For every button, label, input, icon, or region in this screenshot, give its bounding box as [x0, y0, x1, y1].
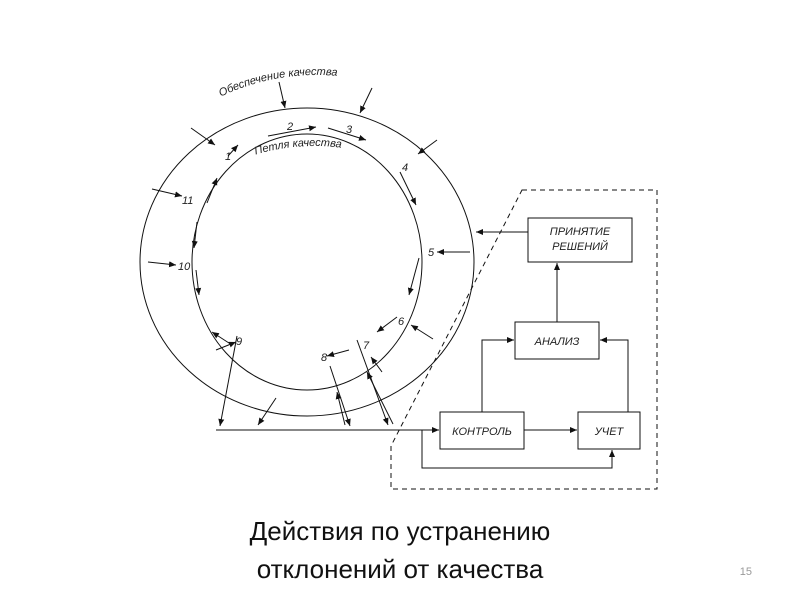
outer-ring-label: Обеспечение качества — [217, 66, 338, 99]
control-box-label: КОНТРОЛЬ — [452, 426, 512, 438]
stage-label-4: 4 — [402, 162, 408, 174]
decision-box-label-line2: РЕШЕНИЙ — [552, 240, 608, 253]
outbound-arrows — [218, 335, 394, 427]
page-number: 15 — [739, 566, 752, 578]
accounting-box: УЧЕТ — [577, 411, 641, 450]
stage-label-2: 2 — [286, 121, 293, 133]
accounting-box-label: УЧЕТ — [594, 426, 625, 438]
analysis-box: АНАЛИЗ — [514, 321, 600, 360]
inner-ring — [191, 133, 423, 391]
dashed-enclosure — [390, 189, 658, 490]
stage-label-8: 8 — [321, 352, 328, 364]
caption-line-2: отклонений от качества — [256, 554, 544, 584]
decision-box-label-line1: ПРИНЯТИЕ — [550, 226, 611, 238]
stage-label-7: 7 — [363, 340, 370, 352]
stage-label-9: 9 — [236, 336, 242, 348]
stage-label-5: 5 — [428, 247, 435, 259]
box-flow-arrows — [421, 229, 629, 469]
stage-label-6: 6 — [398, 316, 405, 328]
outer-ring — [139, 107, 475, 417]
stage-label-3: 3 — [346, 124, 353, 136]
inbound-arrows — [147, 81, 470, 373]
decision-box: ПРИНЯТИЕ РЕШЕНИЙ — [527, 217, 633, 263]
control-box: КОНТРОЛЬ — [439, 411, 525, 450]
inner-ring-label: Петля качества — [253, 137, 342, 158]
stage-label-1: 1 — [225, 151, 231, 163]
analysis-box-label: АНАЛИЗ — [534, 336, 580, 348]
stage-label-10: 10 — [178, 261, 191, 273]
caption-line-1: Действия по устранению — [249, 516, 551, 546]
inner-loop-arrows — [191, 125, 420, 358]
stage-label-11: 11 — [182, 195, 193, 207]
